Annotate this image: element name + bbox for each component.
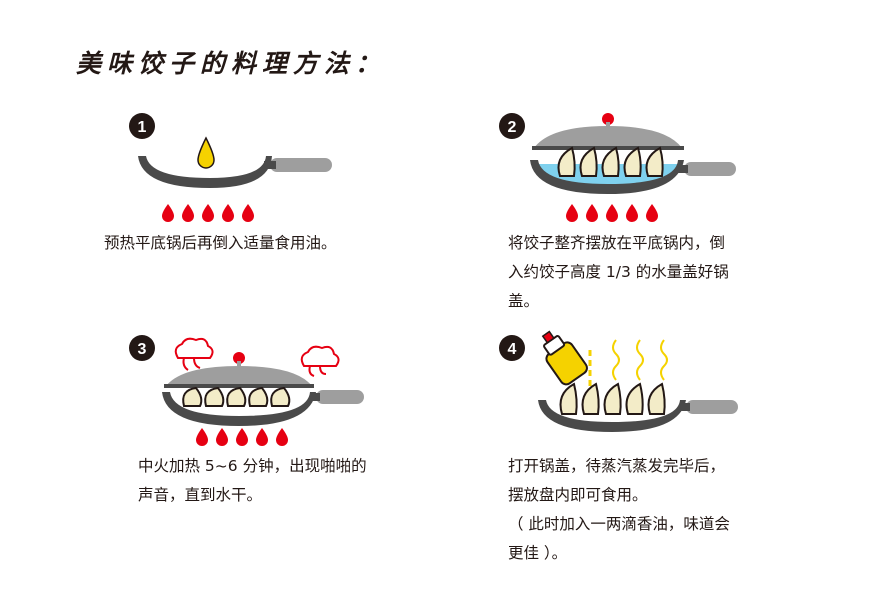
pan-handle-icon	[316, 390, 364, 404]
lid-icon	[534, 126, 682, 148]
frying-pan-icon	[530, 160, 684, 194]
dumpling-icons	[557, 146, 664, 177]
lid-icon	[166, 366, 312, 386]
pan-handle-icon	[270, 158, 332, 172]
step-1-description: 预热平底锅后再倒入适量食用油。	[104, 234, 337, 252]
step-2-number: 2	[508, 119, 517, 136]
frying-pan-icon	[162, 392, 316, 426]
dumpling-icons	[182, 386, 291, 407]
flame-icons	[162, 204, 254, 222]
steam-icons	[612, 339, 668, 381]
step-2-description: 将饺子整齐摆放在平底锅内，倒 入约饺子高度 1/3 的水量盖好锅 盖。	[508, 234, 729, 310]
step-2-badge	[499, 113, 525, 139]
dumpling-icons	[559, 382, 666, 415]
step-3-number: 3	[138, 341, 147, 358]
page-title: 美味饺子的料理方法：	[76, 49, 387, 78]
pan-handle-icon	[686, 400, 738, 414]
oil-drop-icon	[197, 136, 215, 169]
step-1-badge	[129, 113, 155, 139]
frying-pan-icon	[138, 156, 272, 188]
flame-icons	[566, 204, 658, 222]
lid-knob-icon	[233, 352, 245, 364]
frying-pan-icon	[538, 400, 686, 432]
flame-icons	[196, 428, 288, 446]
steam-right-icon	[300, 345, 340, 377]
step-1-number: 1	[138, 119, 147, 136]
step-3-badge	[129, 335, 155, 361]
steam-left-icon	[174, 337, 214, 371]
step-4-illustration: 4	[499, 330, 738, 432]
step-1-illustration: 1	[129, 113, 332, 222]
lid-knob-icon	[602, 113, 614, 125]
sesame-oil-bottle-icon	[541, 330, 588, 386]
step-3-illustration: 3	[129, 335, 364, 446]
step-4-number: 4	[508, 341, 517, 358]
pan-handle-icon	[684, 162, 736, 176]
step-4-description: 打开锅盖，待蒸汽蒸发完毕后， 摆放盘内即可食用。 （ 此时加入一两滴香油，味道会…	[508, 457, 730, 562]
step-2-illustration: 2	[499, 113, 736, 222]
step-4-badge	[499, 335, 525, 361]
step-3-description: 中火加热 5~6 分钟，出现啪啪的 声音，直到水干。	[138, 457, 367, 504]
